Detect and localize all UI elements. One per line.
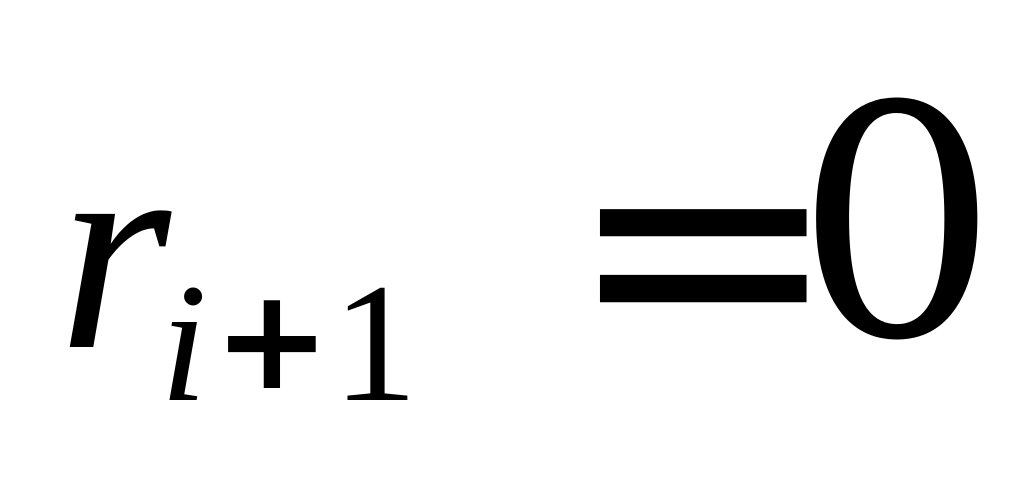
subscript-operator: +: [213, 259, 331, 422]
variable-r: r: [58, 89, 171, 410]
equals-sign: =: [565, 53, 842, 437]
subscript-offset: 1: [332, 249, 418, 437]
value-zero: 0: [795, 39, 999, 411]
subscript: i+1: [160, 258, 418, 428]
subscript-index: i: [160, 249, 208, 437]
